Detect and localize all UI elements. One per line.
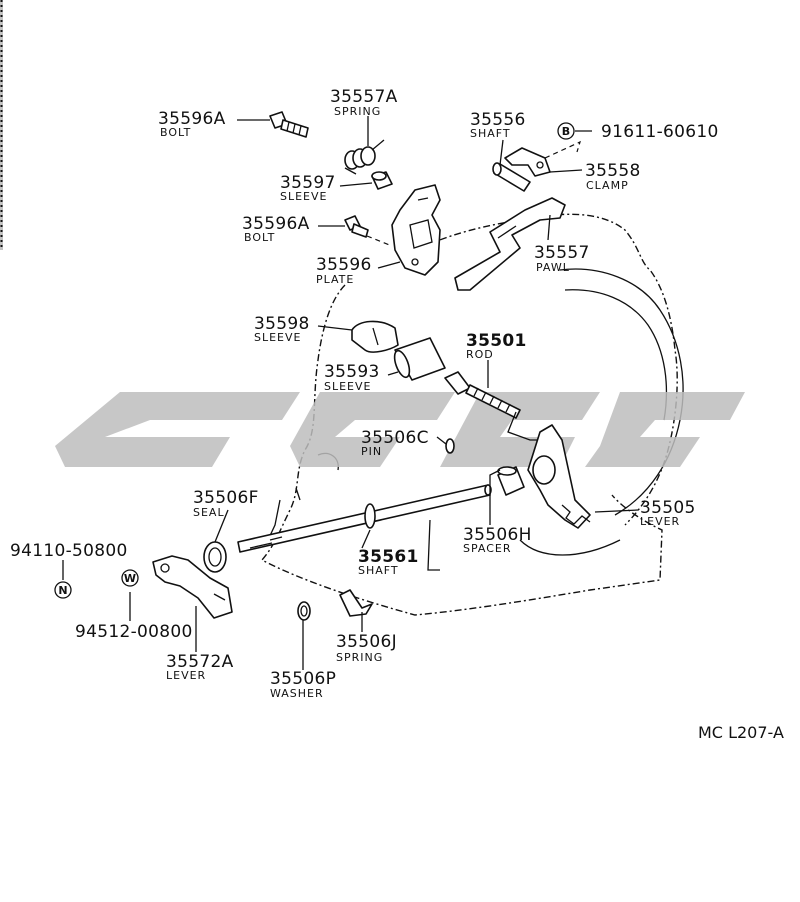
- part-name: SPRING: [336, 651, 383, 664]
- label-35558: 35558 CLAMP: [585, 161, 641, 192]
- part-number: 35572A: [166, 652, 234, 672]
- part-number: 35561: [358, 547, 419, 567]
- circled-n-symbol: [54, 581, 72, 599]
- part-number: 35557A: [330, 87, 398, 107]
- std-part-number: 91611-60610: [601, 122, 719, 142]
- std-symbol: W: [124, 572, 136, 585]
- part-name: PIN: [361, 445, 382, 458]
- label-35593: 35593 SLEEVE: [324, 362, 380, 393]
- part-name: BOLT: [244, 231, 275, 244]
- part-name: SLEEVE: [254, 331, 302, 344]
- part-number: 35597: [280, 173, 336, 193]
- part-number: 35506C: [361, 428, 429, 448]
- part-name: BOLT: [160, 126, 191, 139]
- part-name: SPRING: [334, 105, 381, 118]
- part-name: SHAFT: [470, 127, 511, 140]
- part-number: 35501: [466, 331, 527, 351]
- part-number: 35557: [534, 243, 590, 263]
- part-number: 35506F: [193, 488, 259, 508]
- label-35557A: 35557A SPRING: [330, 87, 398, 118]
- part-name: SEAL: [193, 506, 225, 519]
- seal-35506F-drawing: [203, 541, 227, 573]
- spring-35557A-drawing: [344, 139, 385, 175]
- part-name: LEVER: [640, 515, 680, 528]
- lever-35572A-drawing: [152, 555, 233, 619]
- sleeve-35598-drawing: [351, 320, 399, 353]
- label-35557: 35557 PAWL: [534, 243, 590, 274]
- clamp-35558-drawing: [504, 140, 581, 177]
- label-35572A: 35572A LEVER: [166, 652, 234, 682]
- std-symbol: N: [58, 584, 67, 597]
- part-name: CLAMP: [586, 179, 629, 192]
- std-part-number: 94512-00800: [75, 622, 193, 642]
- part-number: 35558: [585, 161, 641, 181]
- label-35598: 35598 SLEEVE: [254, 314, 310, 344]
- std-symbol: B: [562, 125, 570, 138]
- diagram-reference: MC L207-A: [698, 723, 784, 742]
- sleeve-35593-drawing: [393, 337, 446, 381]
- part-name: LEVER: [166, 669, 206, 682]
- bolt-top-drawing: [269, 111, 309, 138]
- part-number: 35596A: [158, 109, 226, 129]
- washer-35506P-drawing: [297, 601, 311, 621]
- part-name: ROD: [466, 348, 494, 361]
- leader-lines: [62, 116, 639, 670]
- pin-35506C-drawing: [445, 438, 455, 454]
- part-number: 35593: [324, 362, 380, 382]
- part-number: 35596A: [242, 214, 310, 234]
- part-number: 35506J: [336, 632, 397, 652]
- label-35506F: 35506F SEAL: [193, 488, 259, 519]
- std-part-number: 94110-50800: [10, 541, 128, 561]
- part-number: 35506H: [463, 525, 532, 545]
- label-35501: 35501 ROD: [466, 331, 527, 361]
- label-35506J: 35506J SPRING: [336, 632, 397, 664]
- label-35506H: 35506H SPACER: [463, 525, 532, 555]
- label-35596A-top: 35596A BOLT: [158, 109, 226, 139]
- spacer-35506H-drawing: [497, 466, 525, 496]
- rod-35501-drawing: [444, 371, 550, 441]
- part-name: SPACER: [463, 542, 512, 555]
- part-name: PLATE: [316, 273, 354, 286]
- std-part-b: B 91611-60610: [557, 122, 719, 142]
- part-number: 35598: [254, 314, 310, 334]
- part-name: SHAFT: [358, 564, 399, 577]
- plate-35596-drawing: [366, 184, 441, 276]
- part-name: PAWL: [536, 261, 570, 274]
- sleeve-35597-drawing: [371, 171, 393, 190]
- bolt-mid-drawing: [344, 215, 369, 238]
- lever-35505-drawing: [527, 424, 591, 529]
- label-35561: 35561 SHAFT: [358, 547, 419, 577]
- pawl-35557-drawing: [454, 197, 566, 291]
- std-part-n: 94110-50800 N: [10, 541, 128, 599]
- shaft-35556-drawing: [492, 162, 531, 192]
- label-35505: 35505 LEVER: [640, 498, 696, 528]
- part-number: 35506P: [270, 669, 336, 689]
- label-35556: 35556 SHAFT: [470, 110, 526, 140]
- part-number: 35505: [640, 498, 696, 518]
- label-35596A-mid: 35596A BOLT: [242, 214, 310, 244]
- label-35597: 35597 SLEEVE: [280, 173, 336, 203]
- circled-b-symbol: [557, 122, 575, 140]
- label-35596: 35596 PLATE: [316, 255, 372, 286]
- label-35506C: 35506C PIN: [361, 428, 429, 458]
- part-name: WASHER: [270, 687, 324, 700]
- scan-edge-speckle: [0, 0, 3, 250]
- part-number: 35556: [470, 110, 526, 130]
- part-name: SLEEVE: [280, 190, 328, 203]
- part-number: 35596: [316, 255, 372, 275]
- circled-w-symbol: [121, 569, 139, 587]
- spring-35506J-drawing: [339, 589, 373, 617]
- label-35506P: 35506P WASHER: [270, 669, 336, 700]
- part-name: SLEEVE: [324, 380, 372, 393]
- std-part-w: W 94512-00800: [75, 569, 193, 642]
